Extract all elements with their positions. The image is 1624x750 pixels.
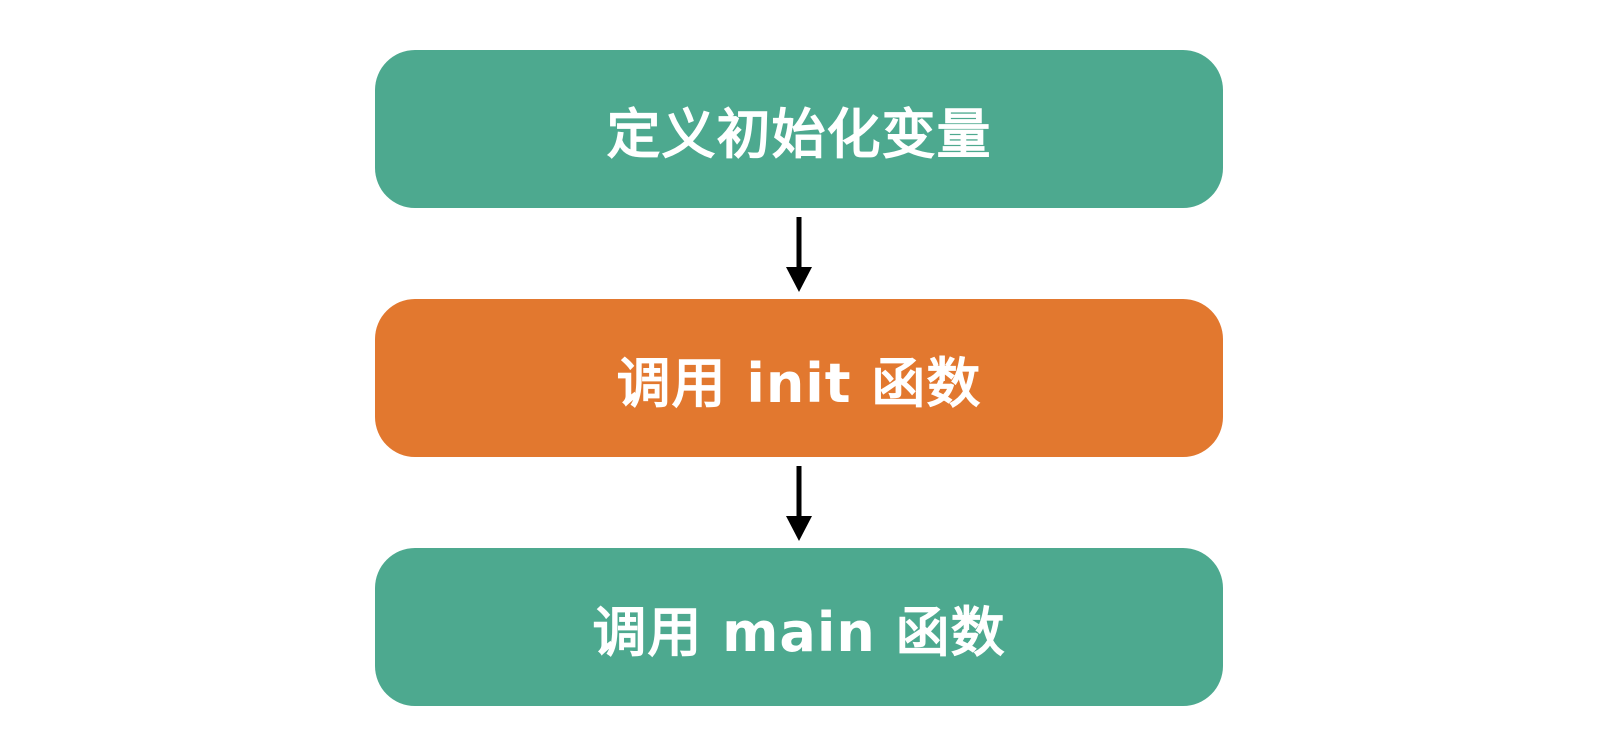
step-label: 定义初始化变量 [606, 102, 992, 166]
step-call-init-function: 调用 init 函数 [375, 299, 1223, 457]
step-define-init-variables: 定义初始化变量 [375, 50, 1223, 208]
down-arrow-icon [786, 217, 812, 292]
down-arrow-icon [786, 466, 812, 541]
step-label: 调用 main 函数 [592, 600, 1006, 664]
step-call-main-function: 调用 main 函数 [375, 548, 1223, 706]
step-label: 调用 init 函数 [616, 351, 982, 415]
